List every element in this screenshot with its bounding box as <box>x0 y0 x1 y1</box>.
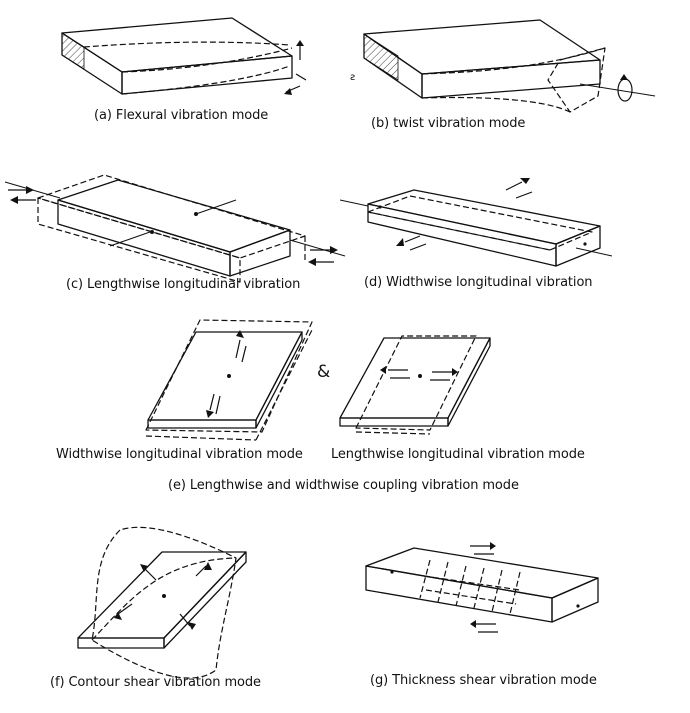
diagram-contour-shear <box>77 526 247 679</box>
caption-lengthwise-longitudinal: (c) Lengthwise longitudinal vibration <box>66 277 301 292</box>
caption-flexural: (a) Flexural vibration mode <box>94 108 269 123</box>
diagram-widthwise-longitudinal <box>339 178 613 267</box>
diagram-flexural <box>61 17 307 95</box>
caption-e-right: Lengthwise longitudinal vibration mode <box>331 447 585 462</box>
diagram-twist: ƨ <box>350 19 656 113</box>
caption-twist: (b) twist vibration mode <box>371 116 526 131</box>
diagram-coupling-lengthwise <box>339 335 491 435</box>
caption-e-left: Widthwise longitudinal vibration mode <box>56 447 303 462</box>
diagram-coupling-widthwise <box>145 319 313 441</box>
diagram-thickness-shear <box>365 542 599 633</box>
caption-contour-shear: (f) Contour shear vibration mode <box>50 675 261 690</box>
caption-thickness-shear: (g) Thickness shear vibration mode <box>370 673 597 688</box>
caption-coupling: (e) Lengthwise and widthwise coupling vi… <box>168 478 519 493</box>
ampersand-symbol: & <box>317 362 331 382</box>
diagram-lengthwise-longitudinal <box>4 174 346 283</box>
svg-text:ƨ: ƨ <box>350 72 355 83</box>
caption-widthwise-longitudinal: (d) Widthwise longitudinal vibration <box>364 275 593 290</box>
